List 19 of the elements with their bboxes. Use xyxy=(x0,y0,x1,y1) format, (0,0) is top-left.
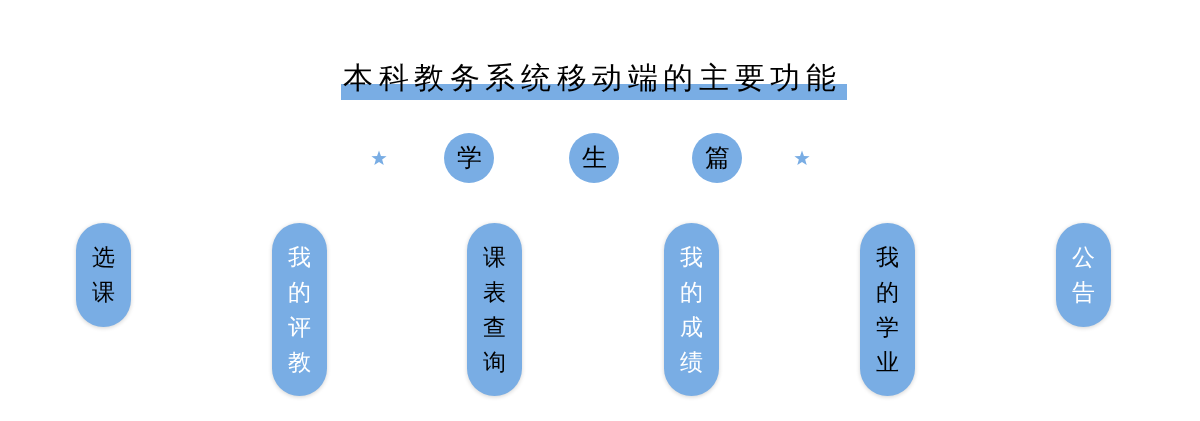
feature-label: 选课 xyxy=(91,244,116,307)
heading-character: 生 xyxy=(581,144,607,172)
heading-character: 学 xyxy=(456,144,482,172)
heading-character: 篇 xyxy=(704,144,730,172)
feature-label: 我的成绩 xyxy=(679,243,704,377)
circle-badge xyxy=(569,133,619,183)
highlighted-title: 本科教务系统移动端的主要功能 xyxy=(341,60,848,100)
feature-label: 我的学业 xyxy=(875,243,900,377)
pill-badge xyxy=(860,223,915,396)
feature-label: 我的评教 xyxy=(287,243,312,377)
circle-badge xyxy=(444,133,494,183)
pill-badge xyxy=(467,223,522,396)
pill-badge xyxy=(76,223,131,327)
pill-badge xyxy=(664,223,719,396)
pill-badge xyxy=(272,223,327,396)
circle-badge xyxy=(692,133,742,183)
feature-label: 公告 xyxy=(1071,244,1096,307)
feature-label: 课表查询 xyxy=(482,243,507,377)
pill-badge xyxy=(1056,223,1111,327)
